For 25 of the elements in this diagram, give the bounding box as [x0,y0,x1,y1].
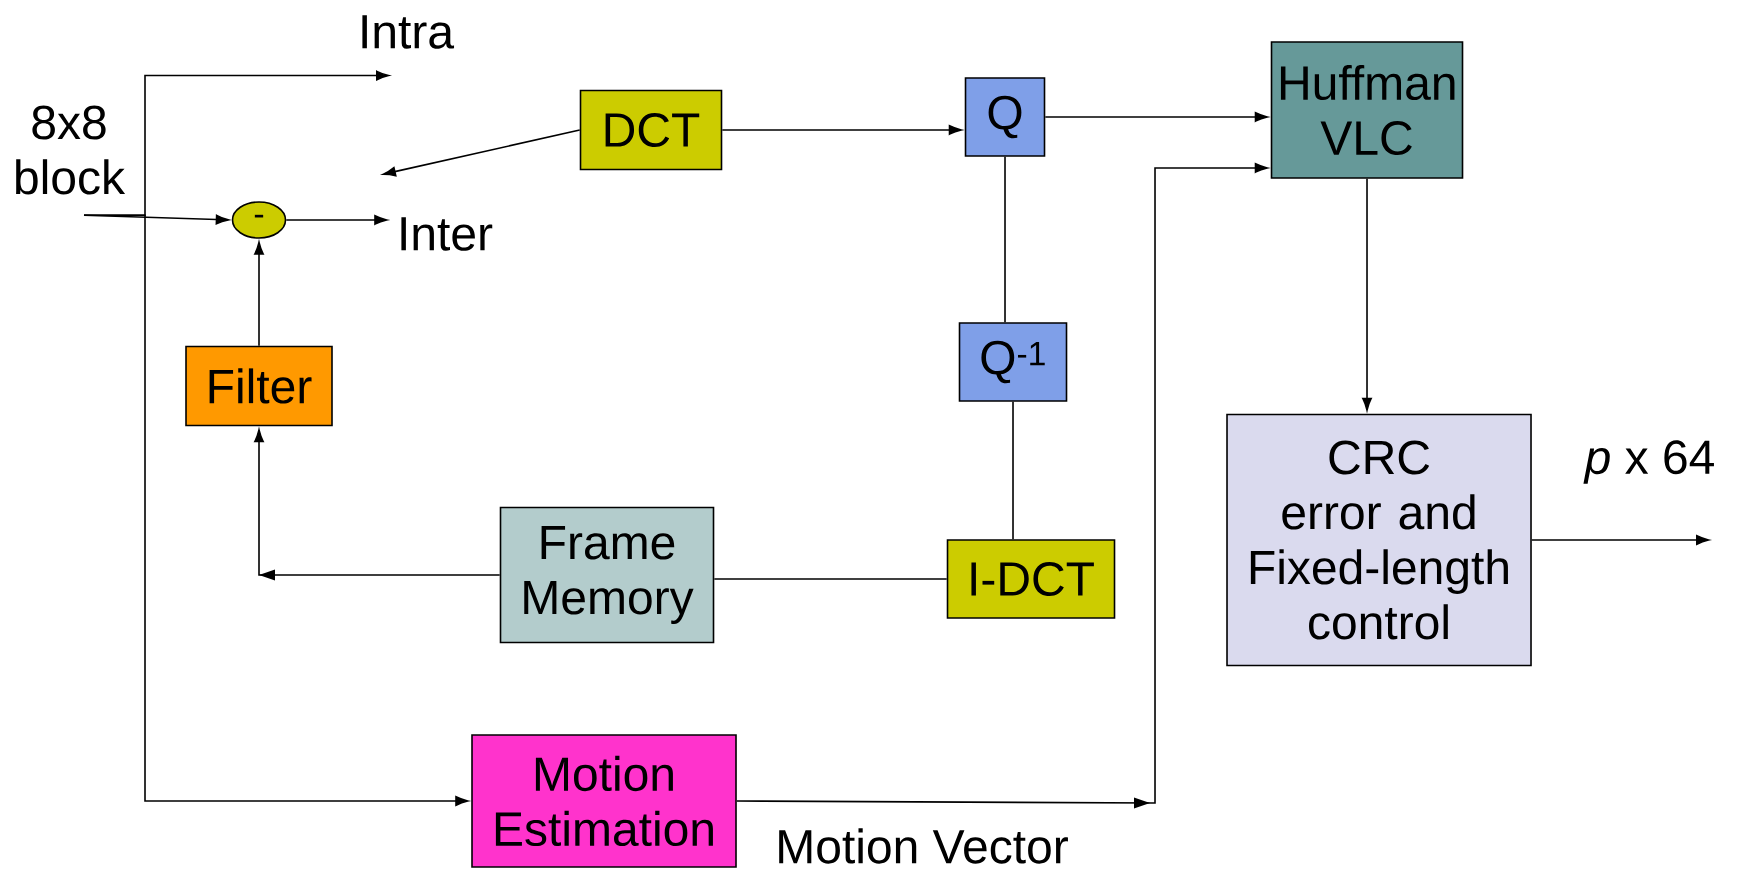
arrow [83,214,469,806]
arrow [285,215,388,225]
input-label: 8x8 block [16,105,126,195]
arrow [736,163,1268,809]
arrow [254,429,501,581]
process-box: Motion Estimation [471,734,737,868]
process-box: DCT [579,89,723,171]
process-box: I-DCT [946,539,1116,619]
arrow [721,125,962,135]
arrow [254,241,264,347]
arrow [1531,535,1710,545]
arrow [1362,178,1372,411]
process-box: CRC error and Fixed-length control [1226,413,1532,667]
process-box: Q [964,77,1046,157]
process-box: Filter [185,345,333,427]
process-box: Frame Memory [499,506,715,644]
edge-label: Motion Vector [773,826,1071,866]
switch-label: Intra [362,15,455,49]
edge-label: p x 64 [1582,438,1718,486]
process-box: Huffman VLC [1270,41,1464,179]
process-box: Q$^{-1}$ [958,322,1068,402]
switch-label: Inter [401,217,493,251]
summing-junction: - [231,201,287,239]
arrow [382,129,581,177]
arrow [1044,112,1268,122]
